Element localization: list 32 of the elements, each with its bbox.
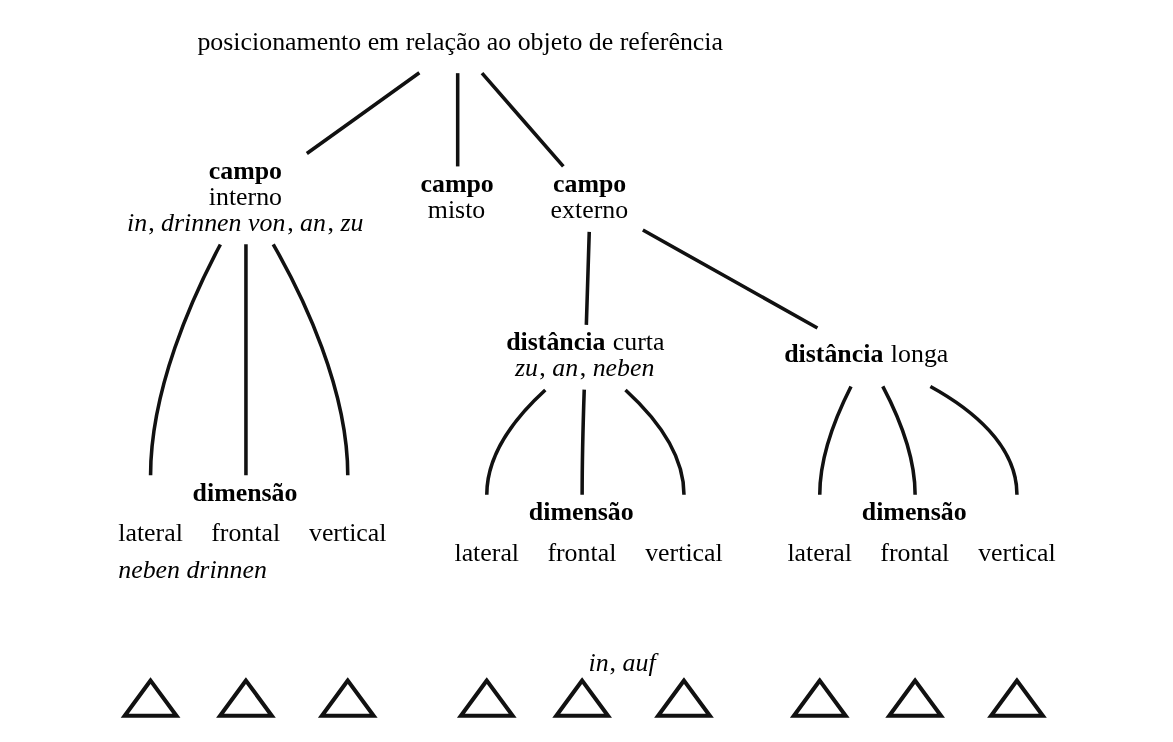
connector — [305, 71, 420, 155]
connector — [880, 385, 917, 495]
node-text: posicionamento em relação ao objeto de referência — [196, 26, 723, 56]
node-text: campo externo — [550, 169, 628, 224]
connector — [480, 72, 565, 168]
connector — [929, 384, 1019, 495]
node-text: campo misto — [420, 169, 494, 224]
connector — [584, 231, 591, 325]
node-chevron — [215, 677, 276, 718]
connector — [148, 243, 222, 476]
node-chevron — [120, 677, 180, 718]
node-chevron — [551, 677, 612, 718]
connector — [623, 388, 686, 495]
node-text: distância curta zu, an, neben — [505, 327, 665, 383]
connector — [455, 73, 459, 167]
node-chevron — [884, 677, 945, 718]
connector — [484, 388, 546, 495]
node-chevron — [789, 677, 850, 718]
node-text: campo interno in, drinnen von, an, zu — [126, 156, 363, 237]
node-text: distância longa — [783, 338, 948, 368]
node-chevron — [653, 677, 714, 718]
node-text: dimensão lateral frontal vertical — [453, 497, 723, 567]
node-chevron — [456, 677, 517, 718]
connector — [271, 243, 350, 476]
node-text: dimensão lateral frontal vertical — [786, 497, 1056, 567]
connector — [579, 389, 586, 495]
node-chevron — [986, 677, 1047, 718]
connector — [641, 228, 818, 330]
node-label: neben drinnen — [117, 555, 267, 585]
connector — [243, 244, 248, 476]
node-chevron — [317, 677, 378, 718]
connector — [817, 385, 853, 495]
